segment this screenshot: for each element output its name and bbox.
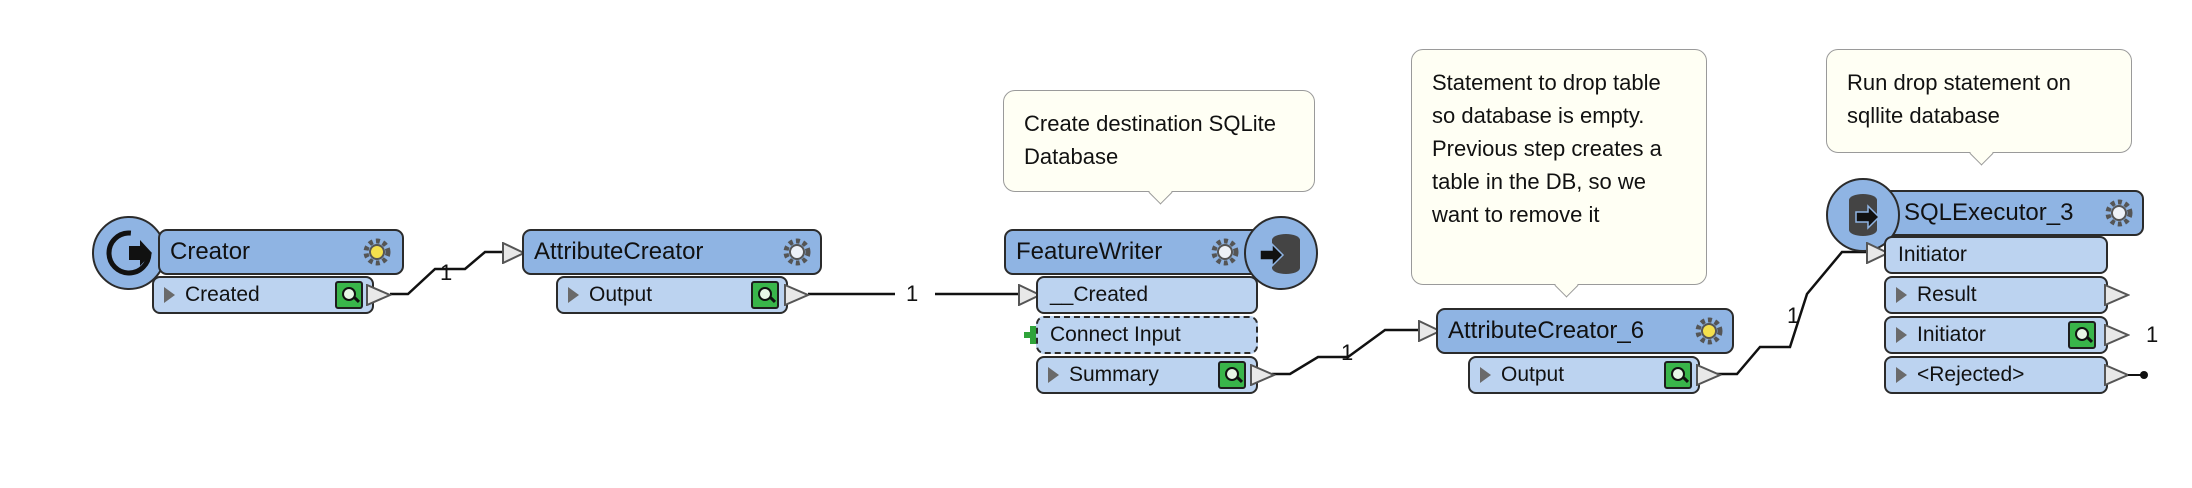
input-arrow-icon <box>1018 284 1042 306</box>
expand-arrow-icon[interactable] <box>164 287 175 303</box>
featurewriter-gear-icon[interactable] <box>1208 235 1242 269</box>
input-arrow-icon <box>1866 242 1890 264</box>
wire-creator-attributecreator <box>390 250 503 296</box>
expand-arrow-icon[interactable] <box>1896 287 1907 303</box>
expand-arrow-icon[interactable] <box>1480 367 1491 383</box>
attributecreator6-port-output[interactable]: Output <box>1468 356 1700 394</box>
connection-count: 1 <box>906 281 919 306</box>
output-arrow-icon <box>366 284 392 306</box>
input-arrow-icon <box>1418 320 1442 342</box>
output-arrow-icon <box>1696 364 1722 386</box>
featurewriter-annotation: Create destination SQLite Database <box>1003 90 1315 205</box>
inspect-icon[interactable] <box>1218 361 1246 389</box>
annotation-text: Statement to drop table so database is e… <box>1432 70 1662 227</box>
inspect-icon[interactable] <box>335 281 363 309</box>
attributecreator6-title: AttributeCreator_6 <box>1448 317 1645 344</box>
output-arrow-icon <box>1250 364 1276 386</box>
sqlexecutor3-port-rejected[interactable]: <Rejected> <box>1884 356 2108 394</box>
inspect-icon[interactable] <box>1664 361 1692 389</box>
connection-count: 1 <box>2146 322 2159 347</box>
featurewriter-title: FeatureWriter <box>1016 238 1163 265</box>
port-label: Output <box>1501 363 1565 386</box>
expand-arrow-icon[interactable] <box>1896 367 1907 383</box>
creator-node[interactable]: Creator <box>158 229 404 275</box>
port-label: Result <box>1917 283 1977 306</box>
input-arrow-icon <box>502 242 526 264</box>
database-executor-icon <box>1826 178 1900 252</box>
annotation-text: Run drop statement on sqllite database <box>1847 70 2071 128</box>
expand-arrow-icon[interactable] <box>1896 327 1907 343</box>
attributecreator6-node[interactable]: AttributeCreator_6 <box>1436 308 1734 354</box>
wire-attributecreator6-sqlexecutor <box>1717 250 1868 376</box>
inspect-icon[interactable] <box>751 281 779 309</box>
rejected-output-arrow-icon <box>2104 364 2148 386</box>
sqlexecutor3-port-initiator-in[interactable]: Initiator <box>1884 236 2108 274</box>
attributecreator6-annotation: Statement to drop table so database is e… <box>1411 49 1707 298</box>
sqlexecutor3-node[interactable]: SQLExecutor_3 <box>1874 190 2144 236</box>
add-input-icon[interactable] <box>1024 326 1042 344</box>
port-label: Initiator <box>1917 323 1986 346</box>
port-label: <Rejected> <box>1917 363 2025 386</box>
creator-title: Creator <box>170 238 251 265</box>
sqlexecutor3-gear-icon[interactable] <box>2102 196 2136 230</box>
port-label: Connect Input <box>1050 323 1181 346</box>
creator-gear-icon[interactable] <box>360 235 394 269</box>
sqlexecutor3-title: SQLExecutor_3 <box>1904 199 2074 226</box>
wire-featurewriter-attributecreator6 <box>1272 328 1420 376</box>
output-arrow-icon <box>2104 284 2130 306</box>
sqlexecutor3-port-result[interactable]: Result <box>1884 276 2108 314</box>
attributecreator-port-output[interactable]: Output <box>556 276 788 314</box>
port-label: Created <box>185 283 260 306</box>
attributecreator-title: AttributeCreator <box>534 238 704 265</box>
database-writer-icon <box>1244 216 1318 290</box>
port-label: __Created <box>1050 283 1149 306</box>
sqlexecutor3-annotation: Run drop statement on sqllite database <box>1826 49 2132 166</box>
port-label: Output <box>589 283 653 306</box>
attributecreator-node[interactable]: AttributeCreator <box>522 229 822 275</box>
connection-count: 1 <box>440 260 453 285</box>
output-arrow-icon <box>2104 324 2130 346</box>
featurewriter-port-created[interactable]: __Created <box>1036 276 1258 314</box>
expand-arrow-icon[interactable] <box>568 287 579 303</box>
expand-arrow-icon[interactable] <box>1048 367 1059 383</box>
attributecreator-gear-icon[interactable] <box>780 235 814 269</box>
connection-count: 1 <box>1341 340 1354 365</box>
inspect-icon[interactable] <box>2068 321 2096 349</box>
port-label: Summary <box>1069 363 1159 386</box>
featurewriter-port-connect-input[interactable]: Connect Input <box>1036 316 1258 354</box>
connection-count: 1 <box>1787 303 1800 328</box>
port-label: Initiator <box>1898 243 1967 266</box>
attributecreator6-gear-icon[interactable] <box>1692 314 1726 348</box>
output-arrow-icon <box>784 284 810 306</box>
annotation-text: Create destination SQLite Database <box>1024 111 1276 169</box>
